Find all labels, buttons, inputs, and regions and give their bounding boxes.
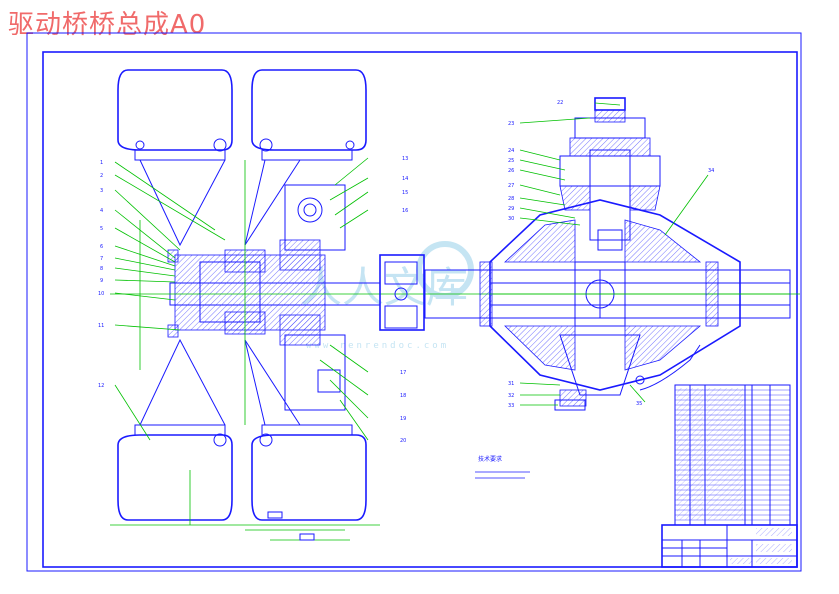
differential-view: [424, 97, 791, 411]
watermark-url: www.renrendoc.com: [306, 341, 449, 351]
svg-text:7: 7: [100, 256, 103, 262]
svg-text:18: 18: [400, 393, 406, 399]
svg-text:22: 22: [557, 100, 563, 106]
right-leaders: 22 23 24 25 26 27 28 29 30 34 31 32 33 3…: [508, 100, 714, 409]
svg-text:34: 34: [708, 168, 714, 174]
svg-text:33: 33: [508, 403, 514, 409]
svg-text:12: 12: [98, 383, 104, 389]
svg-text:9: 9: [100, 278, 103, 284]
svg-text:26: 26: [508, 168, 514, 174]
svg-text:25: 25: [508, 158, 514, 164]
svg-text:27: 27: [508, 183, 514, 189]
svg-text:6: 6: [100, 244, 103, 250]
left-leaders: 1 2 3 4 5 6 7 8 9 10 11 12 13 14 15 16 1…: [98, 156, 408, 444]
svg-text:31: 31: [508, 381, 514, 387]
svg-text:30: 30: [508, 216, 514, 222]
svg-text:3: 3: [100, 188, 103, 194]
svg-text:10: 10: [98, 291, 104, 297]
svg-text:14: 14: [402, 176, 408, 182]
svg-text:13: 13: [402, 156, 408, 162]
svg-text:28: 28: [508, 196, 514, 202]
svg-text:24: 24: [508, 148, 514, 154]
tech-requirements: 技术要求: [475, 455, 530, 479]
svg-text:17: 17: [400, 370, 406, 376]
svg-text:4: 4: [100, 208, 103, 214]
inner-frame: [42, 51, 798, 568]
svg-text:20: 20: [400, 438, 406, 444]
drawing-title: 驱动桥桥总成A0: [8, 10, 207, 40]
svg-text:19: 19: [400, 416, 406, 422]
svg-text:35: 35: [636, 401, 642, 407]
svg-text:11: 11: [98, 323, 104, 329]
tech-requirements-heading: 技术要求: [478, 455, 502, 463]
svg-text:8: 8: [100, 266, 103, 272]
title-block: [661, 524, 798, 568]
svg-text:15: 15: [402, 190, 408, 196]
wheel-hub-view: [110, 69, 800, 541]
svg-text:16: 16: [402, 208, 408, 214]
svg-text:29: 29: [508, 206, 514, 212]
svg-text:1: 1: [100, 160, 103, 166]
svg-text:32: 32: [508, 393, 514, 399]
watermark-text: 人人文库: [300, 263, 468, 312]
parts-list: [674, 384, 791, 526]
svg-text:2: 2: [100, 173, 103, 179]
svg-text:5: 5: [100, 226, 103, 232]
outer-frame: [26, 32, 802, 572]
svg-text:23: 23: [508, 121, 514, 127]
